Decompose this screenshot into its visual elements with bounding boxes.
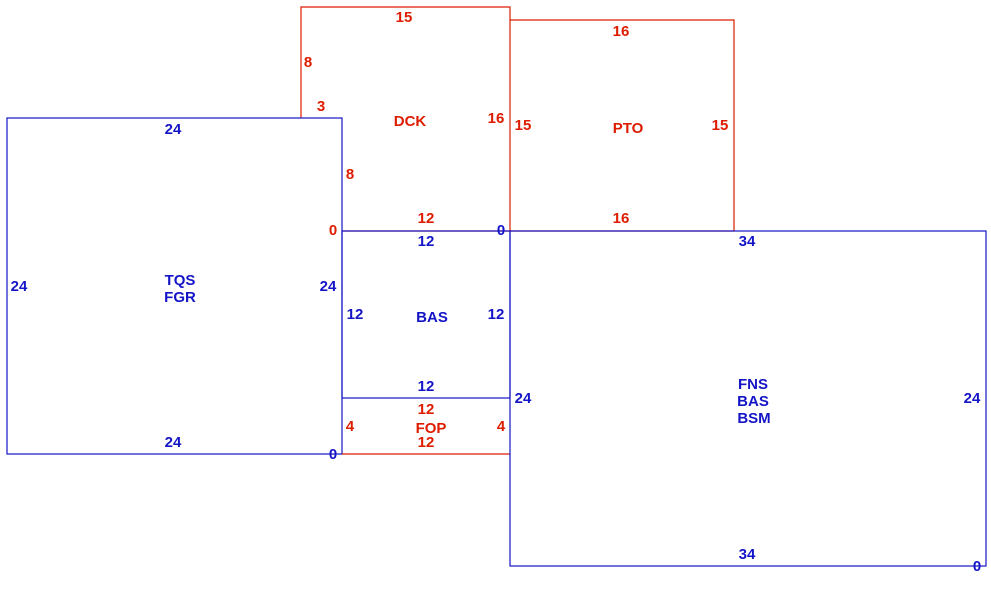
tqs-dim-bottom: 24 [165,434,182,451]
room-fns-name-line2: BAS [737,393,769,410]
room-tqs-name-line1: TQS [165,272,196,289]
dck-dim-bottom: 12 [418,210,435,227]
pto-dim-bottom: 16 [613,210,630,227]
fop-dim-top: 12 [418,401,435,418]
fop-dim-left: 4 [346,418,355,435]
bas-corner-marker: 0 [497,222,505,239]
bas-dim-left: 12 [347,306,364,323]
tqs-dim-top: 24 [165,121,182,138]
dck-dim-right: 16 [488,110,505,127]
room-dck-name: DCK [394,113,427,130]
room-pto-name: PTO [613,120,644,137]
fns-dim-bottom: 34 [739,546,756,563]
fns-dim-top: 34 [739,233,756,250]
bas-dim-top: 12 [418,233,435,250]
fns-corner-marker: 0 [973,558,981,575]
dck-dim-left-lower: 8 [346,166,354,183]
pto-dim-left: 15 [515,117,532,134]
dck-dim-left-step: 3 [317,98,325,115]
room-fop-name: FOP [416,420,447,437]
tqs-dim-right: 24 [320,278,337,295]
fns-dim-left: 24 [515,390,532,407]
pto-dim-top: 16 [613,23,630,40]
room-tqs-name-line2: FGR [164,289,196,306]
room-fns-name-line1: FNS [738,376,768,393]
tqs-corner-marker: 0 [329,446,337,463]
dck-corner-marker: 0 [329,222,337,239]
room-fns-name-line3: BSM [737,410,770,427]
tqs-dim-left: 24 [11,278,28,295]
room-fns-outline [509,230,987,567]
dck-dim-left-upper: 8 [304,54,312,71]
pto-dim-right: 15 [712,117,729,134]
fns-dim-right: 24 [964,390,981,407]
room-bas-name: BAS [416,309,448,326]
fop-dim-right: 4 [497,418,506,435]
fop-dim-bottom: 12 [418,434,435,451]
bas-dim-right: 12 [488,306,505,323]
bas-dim-bottom: 12 [418,378,435,395]
dck-dim-top: 15 [396,9,413,26]
